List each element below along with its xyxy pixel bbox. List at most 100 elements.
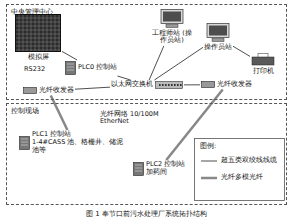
legend-text: 光纤多模光纤 xyxy=(221,174,263,181)
grid-line xyxy=(23,15,24,51)
device-label: 以太网交换机 xyxy=(111,81,153,88)
plc-slot xyxy=(21,144,28,145)
cable-link xyxy=(233,46,250,56)
plc-slot xyxy=(67,64,74,65)
switch-port xyxy=(174,84,176,86)
figure-caption: 图 1 奉节口前污水处理厂系统拓扑结构 xyxy=(0,209,293,219)
cable-link xyxy=(154,47,203,80)
grid-line xyxy=(16,50,60,51)
monitor-screen xyxy=(209,26,227,36)
grid-line xyxy=(27,15,28,51)
grid-line xyxy=(35,15,36,51)
legend-sample xyxy=(200,158,218,164)
grid-line xyxy=(16,22,60,23)
grid-line xyxy=(16,46,60,47)
switch-port xyxy=(177,84,179,86)
device-icon xyxy=(23,87,37,94)
label-group: 操作员站 xyxy=(204,44,232,51)
device-icon xyxy=(201,81,215,88)
device-label: 模拟屏 xyxy=(28,54,49,61)
legend-sample xyxy=(200,175,218,181)
plc-body xyxy=(134,162,144,175)
plc-slot xyxy=(135,170,142,171)
device-label: 操作员站 xyxy=(204,44,232,51)
device-node: 操作员站 xyxy=(204,23,232,51)
group-region: 中央管理中心模拟屏PLC0 控制站工程师站 (操作员站)操作员站打印机以太网交换… xyxy=(6,4,287,100)
cable-sample xyxy=(201,160,217,161)
free-label: RS232 xyxy=(24,66,45,73)
grid-line xyxy=(16,26,60,27)
device-label: 光纤收发器 xyxy=(39,87,74,94)
switch-body xyxy=(156,82,183,89)
device-label: PLC1 控制站 xyxy=(32,131,71,138)
grid-line xyxy=(59,15,60,51)
printer-body xyxy=(252,57,274,65)
label-group: 光纤收发器 xyxy=(39,87,74,94)
device-icon xyxy=(206,23,230,42)
grid-line xyxy=(16,34,60,35)
grid-line xyxy=(16,18,60,19)
switch-port xyxy=(159,84,161,86)
grid-line xyxy=(47,15,48,51)
device-icon xyxy=(133,162,144,176)
device-icon xyxy=(160,9,184,28)
monitor-case xyxy=(161,10,183,24)
device-note: 加药间 xyxy=(146,169,167,176)
plc-slot xyxy=(135,164,142,165)
device-node: PLC1 控制站1-4#CASS 池、格栅井、储泥池等 xyxy=(19,131,128,154)
transceiver-body xyxy=(202,82,215,88)
grid-line xyxy=(16,42,60,43)
plc-slot xyxy=(67,67,74,68)
switch-port xyxy=(168,84,170,86)
legend-text: 超五类双绞线线缆 xyxy=(221,157,277,164)
legend-row: 超五类双绞线线缆 xyxy=(200,157,277,164)
panel-body xyxy=(16,15,61,52)
device-label: 打印机 xyxy=(253,68,274,75)
switch-port xyxy=(162,84,164,86)
grid-line xyxy=(43,15,44,51)
plc-body xyxy=(66,62,76,75)
device-icon xyxy=(155,81,183,89)
label-group: 光纤收发器 xyxy=(217,81,252,88)
grid-line xyxy=(19,15,20,51)
device-node: PLC2 控制站加药间 xyxy=(133,161,185,177)
device-node: 以太网交换机 xyxy=(111,81,183,89)
monitor-base xyxy=(166,25,178,28)
cable-link xyxy=(75,87,110,89)
label-group: 工程师站 (操作员站) xyxy=(149,30,195,45)
label-group: PLC1 控制站1-4#CASS 池、格栅井、储泥池等 xyxy=(32,131,128,154)
device-icon xyxy=(65,61,76,75)
label-group: 模拟屏 xyxy=(28,54,49,61)
grid-line xyxy=(16,30,60,31)
label-group: 打印机 xyxy=(253,68,274,75)
switch-port xyxy=(171,84,173,86)
device-icon xyxy=(15,14,61,52)
switch-port xyxy=(165,84,167,86)
device-note: 1-4#CASS 池、格栅井、储泥池等 xyxy=(32,139,128,154)
cable-link xyxy=(117,76,130,80)
grid-line xyxy=(31,15,32,51)
device-node: 打印机 xyxy=(251,53,275,75)
label-group: 以太网交换机 xyxy=(111,81,153,88)
device-icon xyxy=(251,53,275,66)
device-label: 工程师站 (操作员站) xyxy=(149,30,195,45)
device-node: 模拟屏 xyxy=(15,14,61,61)
monitor-base xyxy=(212,39,224,42)
device-node: 工程师站 (操作员站) xyxy=(149,9,195,45)
fiber-link xyxy=(51,95,68,130)
plc-slot xyxy=(135,167,142,168)
fiber-link xyxy=(166,89,222,160)
grid-line xyxy=(39,15,40,51)
switch-port xyxy=(180,84,182,86)
transceiver-body xyxy=(24,88,37,94)
plc-slot xyxy=(21,141,28,142)
device-label: PLC2 控制站 xyxy=(146,161,185,168)
device-node: 光纤收发器 xyxy=(23,87,74,94)
grid-line xyxy=(51,15,52,51)
plc-slot xyxy=(21,138,28,139)
free-label: 光纤网络 10/100M EtherNet xyxy=(100,111,162,126)
cable-link xyxy=(62,51,77,60)
free-label: 图例: xyxy=(200,143,216,150)
legend-row: 光纤多模光纤 xyxy=(200,174,263,181)
